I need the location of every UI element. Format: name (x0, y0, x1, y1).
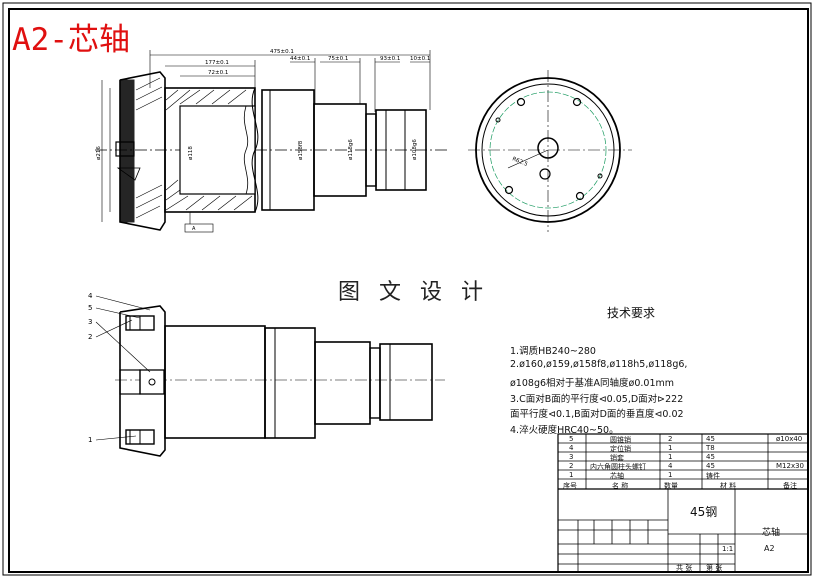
dim-d: 93±0.1 (380, 56, 400, 62)
part-name: 芯轴 (610, 472, 624, 480)
dim-a: 177±0.1 (205, 60, 229, 66)
part-material: 铸件 (706, 472, 720, 480)
callout-2: 2 (88, 333, 92, 341)
parts-header-material: 材 料 (720, 482, 737, 490)
dim-e: 10±0.1 (410, 56, 430, 62)
title-block-sheet-count: 共 张 (676, 564, 693, 572)
part-qty: 4 (668, 462, 673, 470)
title-block-material: 45钢 (690, 505, 718, 519)
tech-requirements-heading: 技术要求 (607, 306, 656, 320)
part-material: 45 (706, 453, 715, 461)
section-view (95, 71, 450, 231)
title-block-sheet-number: 第 张 (706, 564, 723, 572)
part-qty: 1 (668, 453, 673, 461)
parts-header-qty: 数量 (664, 482, 678, 490)
part-note: ø10x40 (776, 435, 803, 443)
part-no: 1 (569, 471, 574, 479)
part-no: 3 (569, 453, 574, 461)
tech-req-line-3: ø108g6相对于基准A同轴度ø0.01mm (510, 378, 674, 389)
tech-req-line-1: 1.调质HB240~280 (510, 346, 596, 357)
title-block-part-name: 芯轴 (762, 528, 781, 538)
part-note: M12x30 (776, 462, 804, 470)
parts-header-name: 名 称 (612, 482, 629, 490)
part-name: 圆锥销 (610, 436, 631, 444)
title-block-scale: 1:1 (722, 545, 734, 553)
end-view (468, 70, 632, 232)
part-qty: 2 (668, 435, 673, 443)
part-material: T8 (706, 444, 715, 452)
dim-overall: 475±0.1 (270, 49, 294, 55)
dim-mid: ø158f8 (298, 140, 304, 160)
callout-1: 1 (88, 436, 92, 444)
callout-4: 4 (88, 292, 93, 300)
inner-border (8, 8, 809, 573)
assembly-view (95, 295, 445, 457)
part-name: 内六角圆柱头螺钉 (590, 463, 646, 471)
parts-header-note: 备注 (783, 482, 797, 490)
title-block-lines (557, 433, 809, 573)
drawing-title: A2-芯轴 (12, 22, 130, 58)
dim-left: ø216 (96, 146, 102, 160)
dim-b: 44±0.1 (290, 56, 310, 62)
tech-req-line-2: 2.ø160,ø159,ø158f8,ø118h5,ø118g6, (510, 359, 688, 370)
part-no: 5 (569, 435, 574, 443)
dim-c: 75±0.1 (328, 56, 348, 62)
title-block-drawing-code: A2 (764, 544, 775, 553)
part-no: 2 (569, 462, 574, 470)
part-qty: 1 (668, 471, 673, 479)
callout-3: 3 (88, 318, 92, 326)
watermark-text: 图 文 设 计 (338, 280, 489, 305)
part-name: 销套 (610, 454, 624, 462)
dim-f: 72±0.1 (208, 70, 228, 76)
dim-radius: R62.5 (511, 156, 529, 168)
dim-neck: ø118g6 (348, 139, 354, 160)
tech-req-line-4: 3.C面对B面的平行度⊲0.05,D面对⊳222 (510, 394, 684, 405)
parts-header-no: 序号 (563, 482, 577, 490)
dimension-lines-top (101, 50, 431, 233)
part-no: 4 (569, 444, 574, 452)
part-name: 定位销 (610, 445, 631, 453)
part-material: 45 (706, 462, 715, 470)
dim-bore: ø118 (188, 146, 194, 160)
datum-label: A (192, 226, 196, 232)
part-qty: 1 (668, 444, 673, 452)
callout-5: 5 (88, 304, 92, 312)
tech-req-line-5: 面平行度⊲0.1,B面对D面的垂直度⊲0.02 (510, 409, 684, 420)
tech-req-line-6: 4.淬火硬度HRC40~50。 (510, 425, 619, 436)
part-material: 45 (706, 435, 715, 443)
dim-tail: ø108g6 (412, 139, 418, 160)
